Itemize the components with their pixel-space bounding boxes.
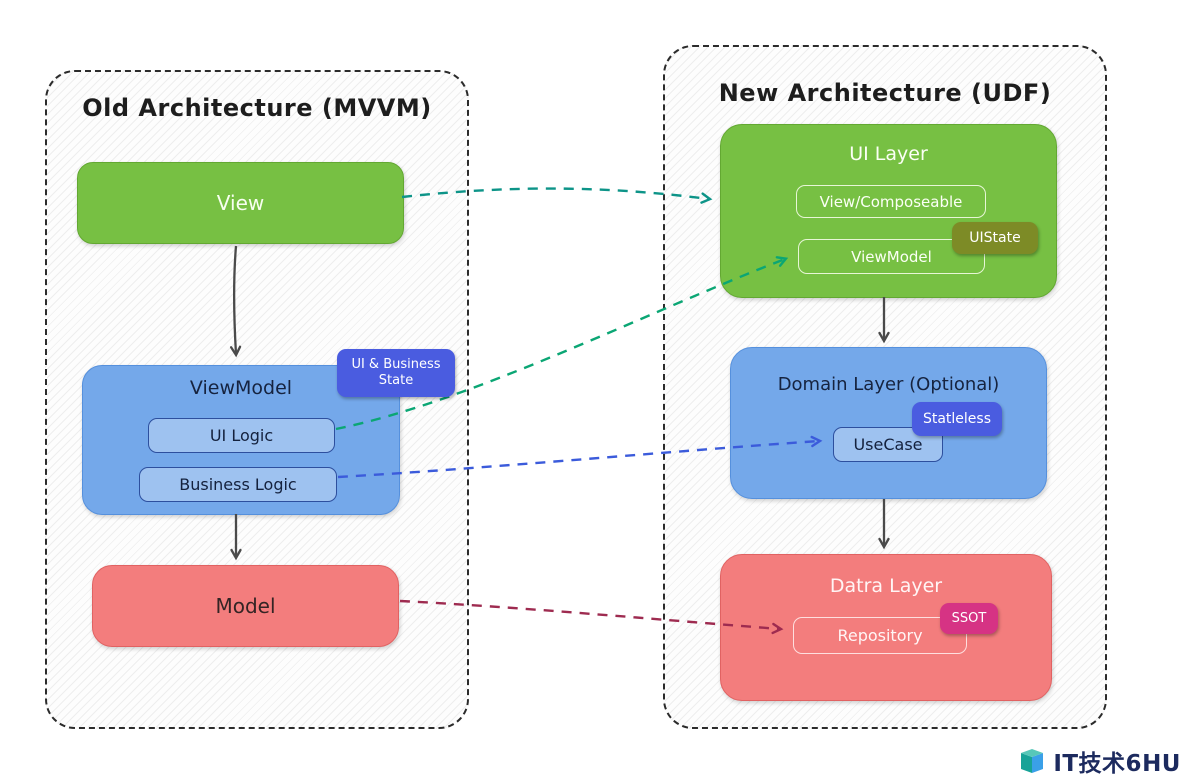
badge-uistate: UIState [952, 222, 1038, 254]
box-model-label: Model [215, 594, 276, 618]
box-model: Model [92, 565, 399, 647]
logo-icon [1021, 749, 1044, 773]
badge-statleless: Statleless [912, 402, 1002, 436]
panel-new-architecture: New Architecture (UDF) UI Layer View/Com… [663, 45, 1107, 729]
subbox-business-logic: Business Logic [139, 467, 337, 502]
subbox-repository: Repository [793, 617, 967, 654]
box-ui-layer: UI Layer View/Composeable ViewModel [720, 124, 1057, 298]
subbox-repository-label: Repository [837, 626, 923, 645]
panel-new-title: New Architecture (UDF) [718, 79, 1052, 107]
subbox-usecase-label: UseCase [853, 435, 923, 454]
subbox-view-composeable: View/Composeable [796, 185, 986, 218]
subbox-ui-logic: UI Logic [148, 418, 335, 453]
box-ui-layer-title: UI Layer [849, 143, 928, 165]
box-view: View [77, 162, 404, 244]
box-domain-layer-title: Domain Layer (Optional) [777, 374, 1000, 395]
box-data-layer-title: Datra Layer [829, 575, 943, 597]
panel-old-title: Old Architecture (MVVM) [82, 94, 432, 122]
watermark-text: IT技术6HU [1053, 751, 1181, 777]
box-viewmodel-title: ViewModel [189, 377, 293, 399]
box-data-layer: Datra Layer Repository [720, 554, 1052, 701]
subbox-usecase: UseCase [833, 427, 943, 462]
badge-ssot: SSOT [940, 603, 998, 634]
subbox-business-logic-label: Business Logic [179, 475, 297, 494]
badge-ui-business-state: UI & Business State [337, 349, 455, 397]
subbox-viewmodel: ViewModel [798, 239, 985, 274]
subbox-viewmodel-label: ViewModel [851, 247, 932, 266]
subbox-view-composeable-label: View/Composeable [819, 192, 963, 211]
box-view-label: View [216, 191, 265, 215]
panel-old-architecture: Old Architecture (MVVM) View ViewModel U… [45, 70, 469, 729]
watermark: IT技术6HU [1017, 744, 1181, 778]
subbox-ui-logic-label: UI Logic [209, 426, 274, 445]
